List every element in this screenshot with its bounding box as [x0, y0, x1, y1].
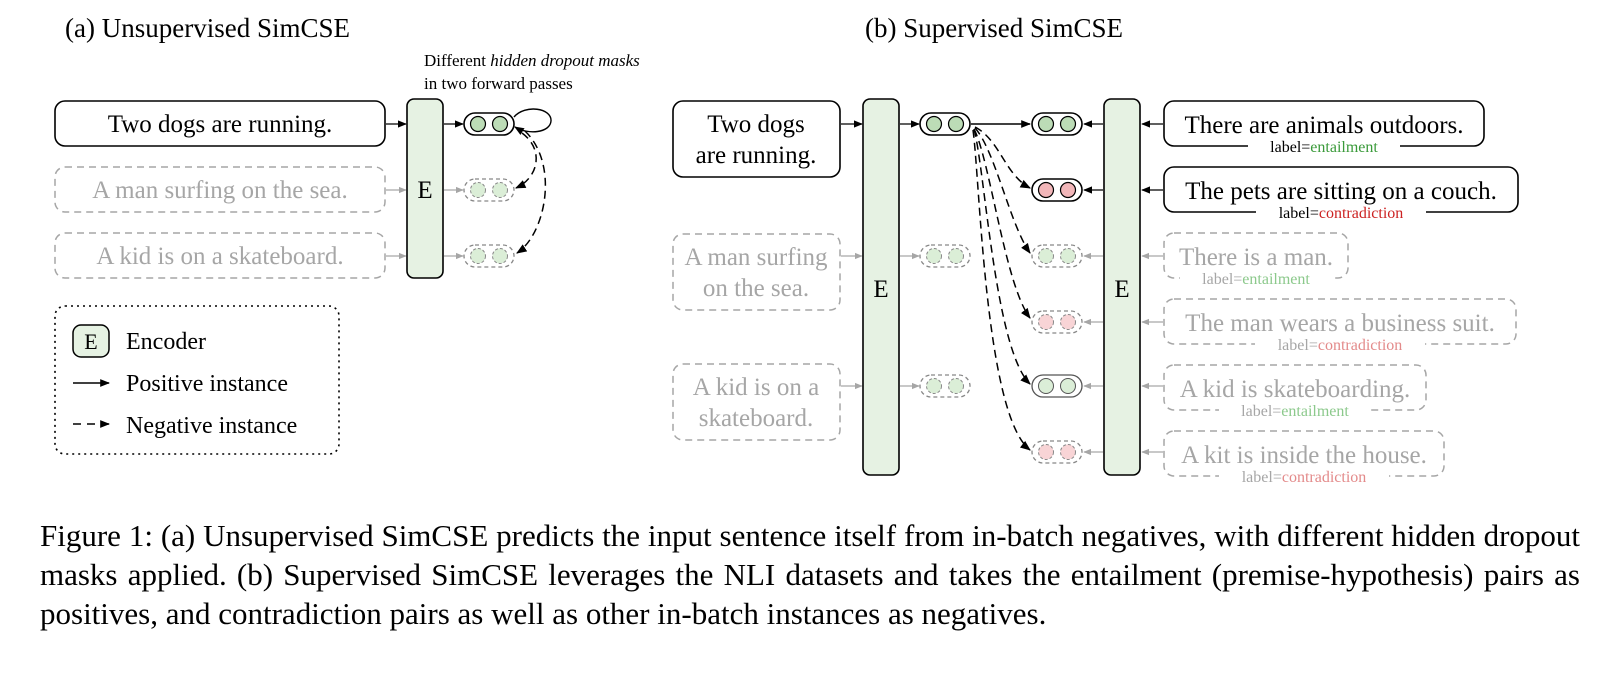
- embedding-pill: [463, 112, 515, 136]
- premise-line2: are running.: [696, 142, 817, 169]
- embedding-pill: [919, 112, 971, 136]
- legend-positive-label: Positive instance: [126, 371, 288, 397]
- hypothesis-entailment-faded: There is a man. label=entailment: [1163, 232, 1349, 288]
- embedding-pill-faded: [1031, 244, 1083, 268]
- simcse-diagram: (a) Unsupervised SimCSE Different hidden…: [54, 13, 1519, 486]
- hypothesis-entailment: There are animals outdoors. label=entail…: [1163, 100, 1485, 156]
- hypothesis-contradiction: The pets are sitting on a couch. label=c…: [1163, 166, 1519, 222]
- premise-box-faded: [672, 363, 841, 441]
- hypothesis-label-faded: label=entailment: [1241, 403, 1349, 420]
- panel-b-title: (b) Supervised SimCSE: [865, 13, 1123, 43]
- embedding-pill-faded: [463, 244, 515, 268]
- sentence-box-faded: [54, 232, 386, 279]
- legend-frame: [54, 305, 340, 455]
- hypothesis-label-faded: label=contradiction: [1242, 469, 1367, 486]
- premise-line2-faded: skateboard.: [699, 405, 814, 432]
- hypothesis-contradiction-faded: The man wears a business suit. label=con…: [1163, 298, 1517, 354]
- panel-b: (b) Supervised SimCSE Two dogs are runni…: [672, 13, 1519, 486]
- dropout-note-line1: Different hidden dropout masks: [424, 51, 640, 70]
- sentence-text-faded: A man surfing on the sea.: [92, 177, 348, 204]
- premise-box-faded: [672, 233, 841, 311]
- sentence-text-faded: A kid is on a skateboard.: [96, 243, 343, 270]
- embedding-pill-faded: [919, 374, 971, 398]
- hypothesis-text-faded: The man wears a business suit.: [1185, 310, 1495, 337]
- figure-caption: Figure 1: (a) Unsupervised SimCSE predic…: [40, 518, 1580, 631]
- hypothesis-contradiction-faded: A kit is inside the house. label=contrad…: [1163, 430, 1445, 486]
- negative-arrow: [974, 127, 1031, 254]
- hypothesis-text: The pets are sitting on a couch.: [1185, 178, 1497, 205]
- negative-arrow: [516, 130, 547, 254]
- panel-a-title: (a) Unsupervised SimCSE: [65, 13, 350, 43]
- positive-self-loop-arrow: [513, 108, 552, 135]
- negative-arrow: [973, 128, 1031, 319]
- sentence-box: [54, 100, 386, 147]
- hypothesis-label: label=entailment: [1270, 139, 1378, 156]
- legend-encoder-swatch: [72, 324, 110, 358]
- embedding-pill: [1031, 112, 1083, 136]
- premise-line1: Two dogs: [707, 111, 805, 138]
- legend-encoder-symbol: E: [84, 329, 97, 354]
- hypothesis-text-faded: A kid is skateboarding.: [1180, 376, 1411, 403]
- negative-arrow: [515, 132, 537, 189]
- hypothesis-label-faded: label=contradiction: [1278, 337, 1403, 354]
- embedding-pill-red: [1031, 178, 1083, 202]
- dropout-note-line2: in two forward passes: [424, 74, 573, 93]
- encoder-label: E: [417, 177, 432, 204]
- premise-line2-faded: on the sea.: [703, 275, 809, 302]
- embedding-pill-faded: [919, 244, 971, 268]
- embedding-pill-faded: [1031, 374, 1083, 398]
- legend-encoder-label: Encoder: [126, 329, 206, 355]
- legend-negative-label: Negative instance: [126, 413, 297, 439]
- hypothesis-text-faded: There is a man.: [1179, 244, 1333, 271]
- premise-encoder-label: E: [873, 276, 888, 303]
- premise-box: [672, 100, 841, 178]
- embedding-pill-red-faded: [1031, 310, 1083, 334]
- encoder-block: [406, 98, 444, 279]
- legend: E Encoder Positive instance Negative ins…: [54, 305, 340, 455]
- embedding-pill-red-faded: [1031, 440, 1083, 464]
- negative-arrow: [973, 128, 1031, 385]
- hypothesis-label-faded: label=entailment: [1202, 271, 1310, 288]
- hypothesis-entailment-faded: A kid is skateboarding. label=entailment: [1163, 364, 1427, 420]
- negative-arrow: [972, 129, 1031, 451]
- sentence-box-faded: [54, 166, 386, 213]
- hypothesis-text-faded: A kit is inside the house.: [1181, 442, 1427, 469]
- negative-arrow: [974, 126, 1031, 189]
- embedding-pill-faded: [463, 178, 515, 202]
- premise-line1-faded: A man surfing: [684, 244, 828, 271]
- hypothesis-encoder-label: E: [1114, 276, 1129, 303]
- hypothesis-text: There are animals outdoors.: [1184, 112, 1463, 139]
- premise-encoder-block: [862, 98, 900, 476]
- hypothesis-encoder-block: [1103, 98, 1141, 476]
- premise-line1-faded: A kid is on a: [693, 374, 819, 401]
- sentence-text: Two dogs are running.: [108, 111, 333, 138]
- hypothesis-label: label=contradiction: [1279, 205, 1404, 222]
- panel-a: (a) Unsupervised SimCSE Different hidden…: [54, 13, 640, 279]
